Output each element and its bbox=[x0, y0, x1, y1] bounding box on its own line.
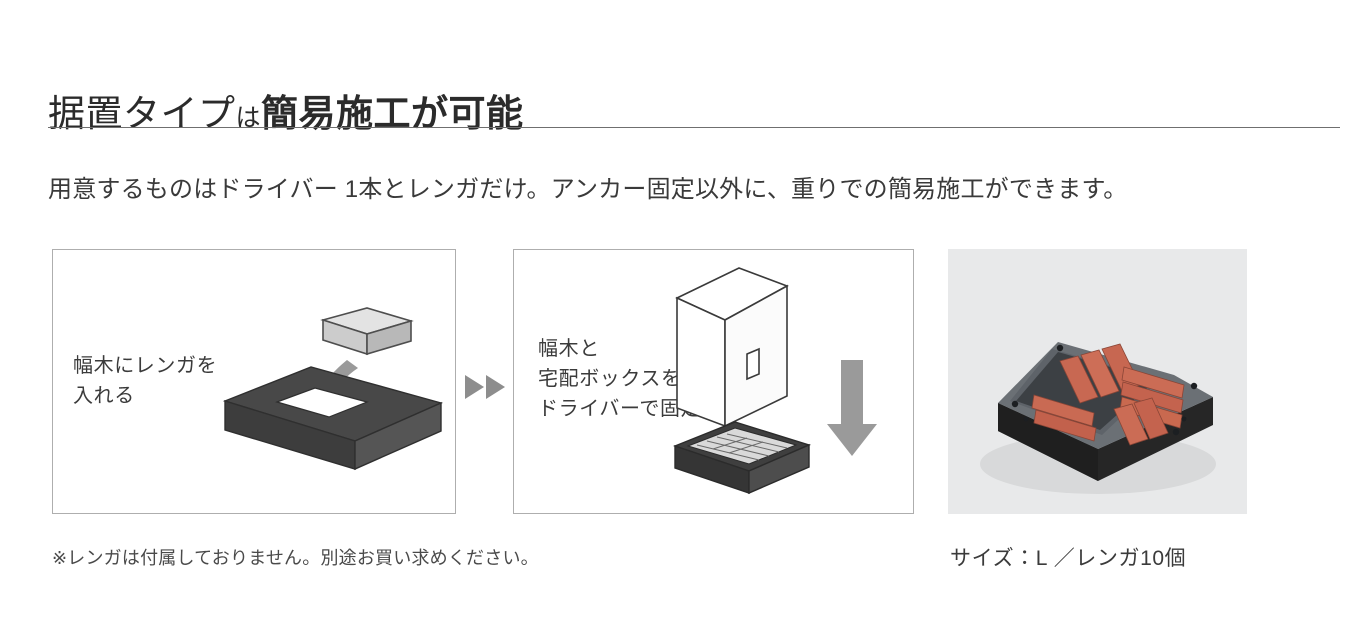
page-title-part-2: 簡易施工が可能 bbox=[261, 92, 524, 134]
step-1-caption: 幅木にレンガを 入れる bbox=[73, 355, 218, 407]
step-panel-2: 幅木と 宅配ボックスを ドライバーで固定 bbox=[513, 249, 914, 514]
baseplate-with-bricks-photo bbox=[948, 249, 1247, 514]
page-subtitle: 用意するものはドライバー 1本とレンガだけ。アンカー固定以外に、重りでの簡易施工… bbox=[48, 176, 1128, 203]
page-title-part-1: 据置タイプ bbox=[48, 92, 236, 134]
step-2-caption: 幅木と 宅配ボックスを ドライバーで固定 bbox=[538, 338, 702, 420]
brick-shape bbox=[320, 307, 414, 356]
page-title: 据置タイプは簡易施工が可能 bbox=[48, 91, 524, 141]
down-arrow-icon bbox=[827, 360, 877, 456]
bricks-not-included-footnote: ※レンガは付属しておりません。別途お買い求めください。 bbox=[52, 548, 539, 568]
baseplate-shape bbox=[222, 366, 444, 471]
brick-into-baseplate-illustration bbox=[215, 250, 455, 513]
title-divider bbox=[48, 127, 1340, 128]
photo-caption: サイズ：L ／レンガ10個 bbox=[950, 547, 1187, 570]
box-onto-baseplate-illustration bbox=[663, 250, 913, 513]
baseplate-with-bricks-shape bbox=[672, 421, 812, 495]
delivery-box-shape bbox=[675, 267, 789, 428]
step-panel-1: 幅木にレンガを 入れる bbox=[52, 249, 456, 514]
double-chevron-right-icon bbox=[464, 373, 508, 401]
